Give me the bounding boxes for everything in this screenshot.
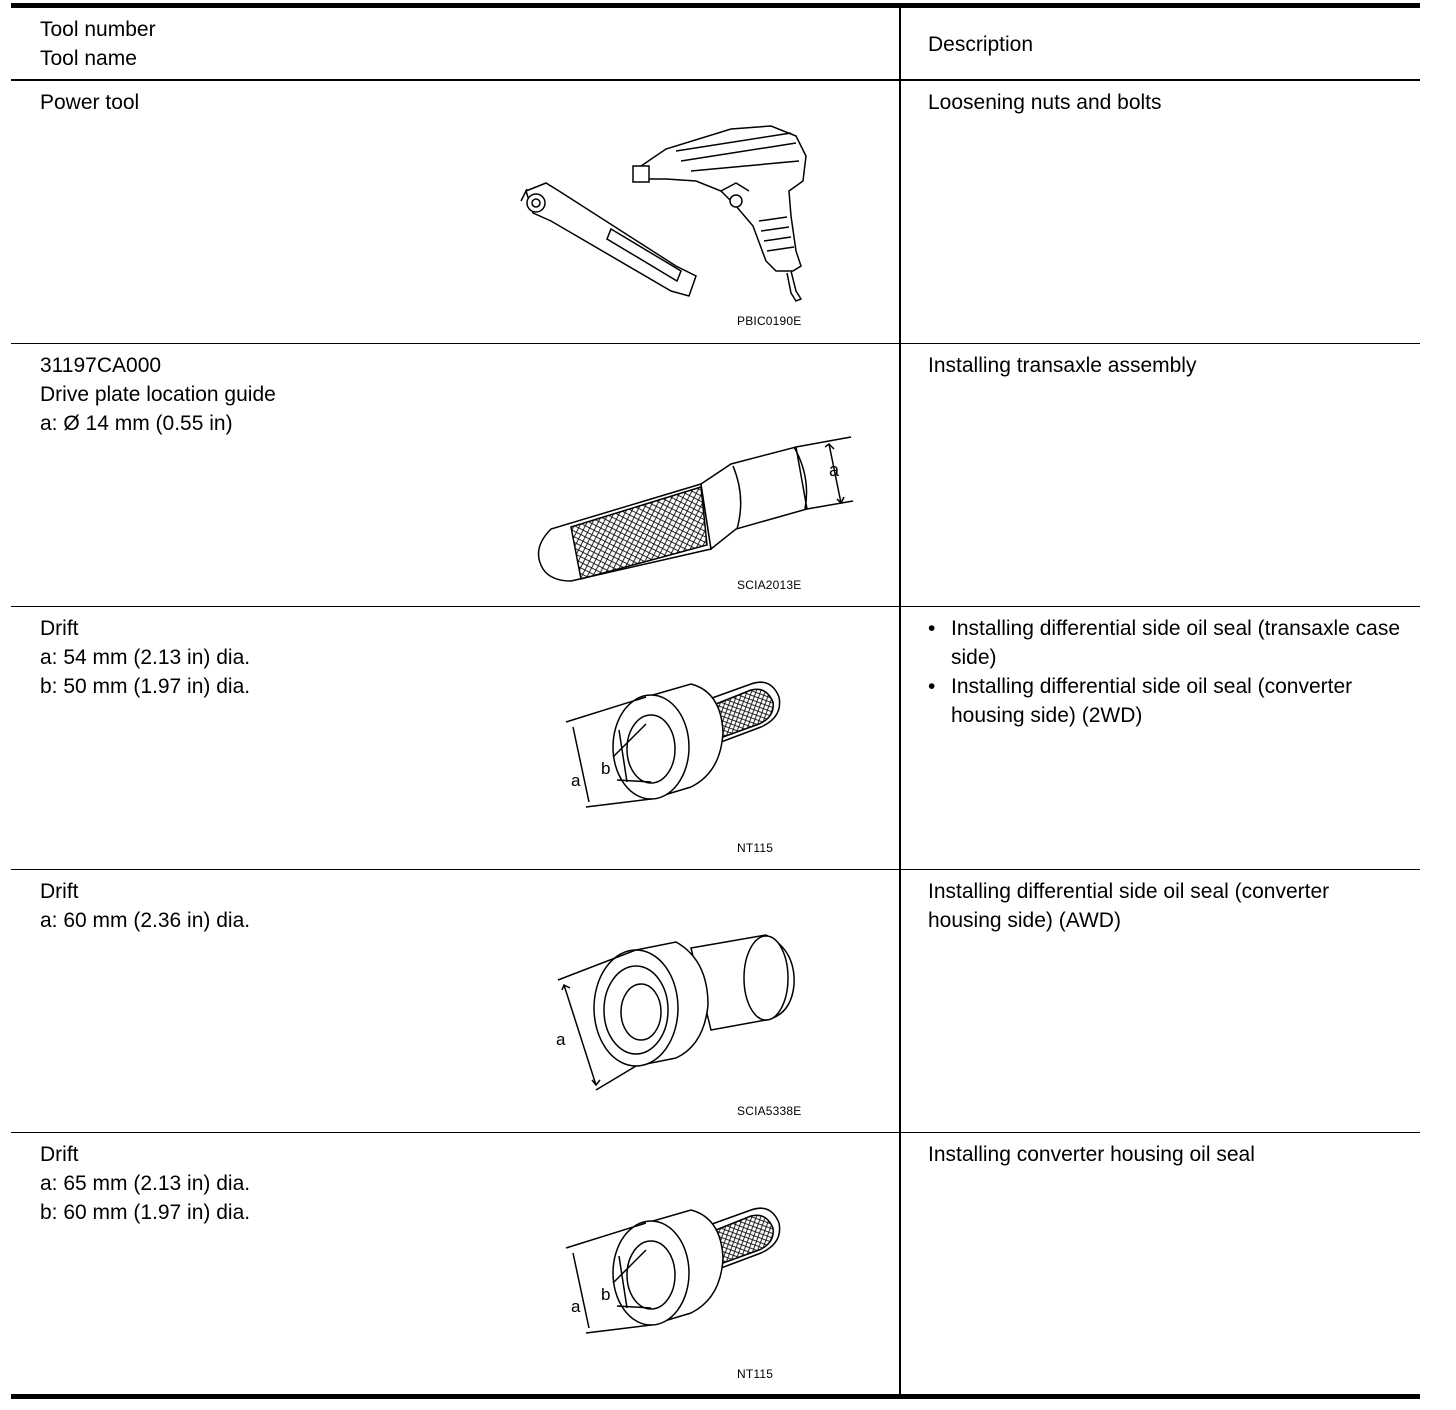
figure-code: NT115 — [737, 1367, 774, 1381]
tool-cell: 31197CA000 Drive plate location guide a:… — [11, 343, 901, 607]
description-text: Installing transaxle assembly — [928, 354, 1197, 377]
figure-code: NT115 — [737, 841, 774, 855]
dimension-label: b — [601, 1285, 610, 1304]
drift-knurled-illustration: a b — [565, 681, 781, 808]
header-tool-cell: Tool number Tool name — [11, 3, 901, 81]
dimension-label: b — [601, 759, 610, 778]
tool-dimension: a: 54 mm (2.13 in) dia. — [40, 646, 251, 669]
description-text: Loosening nuts and bolts — [928, 91, 1162, 114]
drift-plain-illustration: a — [556, 934, 795, 1091]
tool-cell: Power tool — [11, 80, 901, 344]
tool-cell: Drift a: 60 mm (2.36 in) dia. a SCIA5338 — [11, 869, 901, 1133]
table-row: Drift a: 65 mm (2.13 in) dia. b: 60 mm (… — [11, 1132, 1420, 1399]
tool-name: Drift — [40, 880, 79, 903]
tool-dimension: a: Ø 14 mm (0.55 in) — [40, 412, 233, 435]
tool-cell: Drift a: 65 mm (2.13 in) dia. b: 60 mm (… — [11, 1132, 901, 1399]
tool-name: Power tool — [40, 91, 140, 114]
description-cell: Loosening nuts and bolts — [900, 80, 1420, 344]
header-description-cell: Description — [900, 3, 1420, 81]
tool-dimension: b: 50 mm (1.97 in) dia. — [40, 675, 251, 698]
tool-name-heading: Tool name — [40, 47, 137, 70]
table-row: Drift a: 54 mm (2.13 in) dia. b: 50 mm (… — [11, 606, 1420, 870]
description-heading: Description — [928, 33, 1034, 56]
tool-number: 31197CA000 — [40, 354, 162, 377]
figure-code: SCIA2013E — [737, 578, 802, 592]
tool-name: Drift — [40, 617, 79, 640]
figure-code: PBIC0190E — [737, 314, 802, 328]
description-bullet-list: Installing differential side oil seal (t… — [928, 614, 1408, 730]
power-tools-illustration — [520, 125, 807, 302]
tool-cell: Drift a: 54 mm (2.13 in) dia. b: 50 mm (… — [11, 606, 901, 870]
tool-dimension: b: 60 mm (1.97 in) dia. — [40, 1201, 251, 1224]
table-header-row: Tool number Tool name Description — [11, 3, 1420, 81]
tool-name: Drift — [40, 1143, 79, 1166]
description-cell: Installing converter housing oil seal — [900, 1132, 1420, 1399]
table-row: Power tool — [11, 80, 1420, 344]
figure-code: SCIA5338E — [737, 1104, 802, 1118]
location-guide-illustration: a — [537, 436, 854, 582]
dimension-label: a — [571, 771, 581, 790]
drift-knurled-illustration: a b — [565, 1207, 781, 1334]
description-text: Installing differential side oil seal (c… — [928, 880, 1330, 932]
table-row: 31197CA000 Drive plate location guide a:… — [11, 343, 1420, 607]
description-cell: Installing differential side oil seal (t… — [900, 606, 1420, 870]
dimension-label: a — [556, 1030, 566, 1049]
tool-name: Drive plate location guide — [40, 383, 276, 406]
description-bullet: Installing differential side oil seal (t… — [928, 614, 1408, 672]
description-bullet: Installing differential side oil seal (c… — [928, 672, 1408, 730]
tool-dimension: a: 65 mm (2.13 in) dia. — [40, 1172, 251, 1195]
tool-dimension: a: 60 mm (2.36 in) dia. — [40, 909, 251, 932]
dimension-label: a — [829, 460, 840, 480]
tool-table: Tool number Tool name Description Power … — [11, 3, 1420, 1399]
description-cell: Installing differential side oil seal (c… — [900, 869, 1420, 1133]
tool-number-heading: Tool number — [40, 18, 156, 41]
table-row: Drift a: 60 mm (2.36 in) dia. a SCIA5338 — [11, 869, 1420, 1133]
description-text: Installing converter housing oil seal — [928, 1143, 1255, 1166]
dimension-label: a — [571, 1297, 581, 1316]
description-cell: Installing transaxle assembly — [900, 343, 1420, 607]
